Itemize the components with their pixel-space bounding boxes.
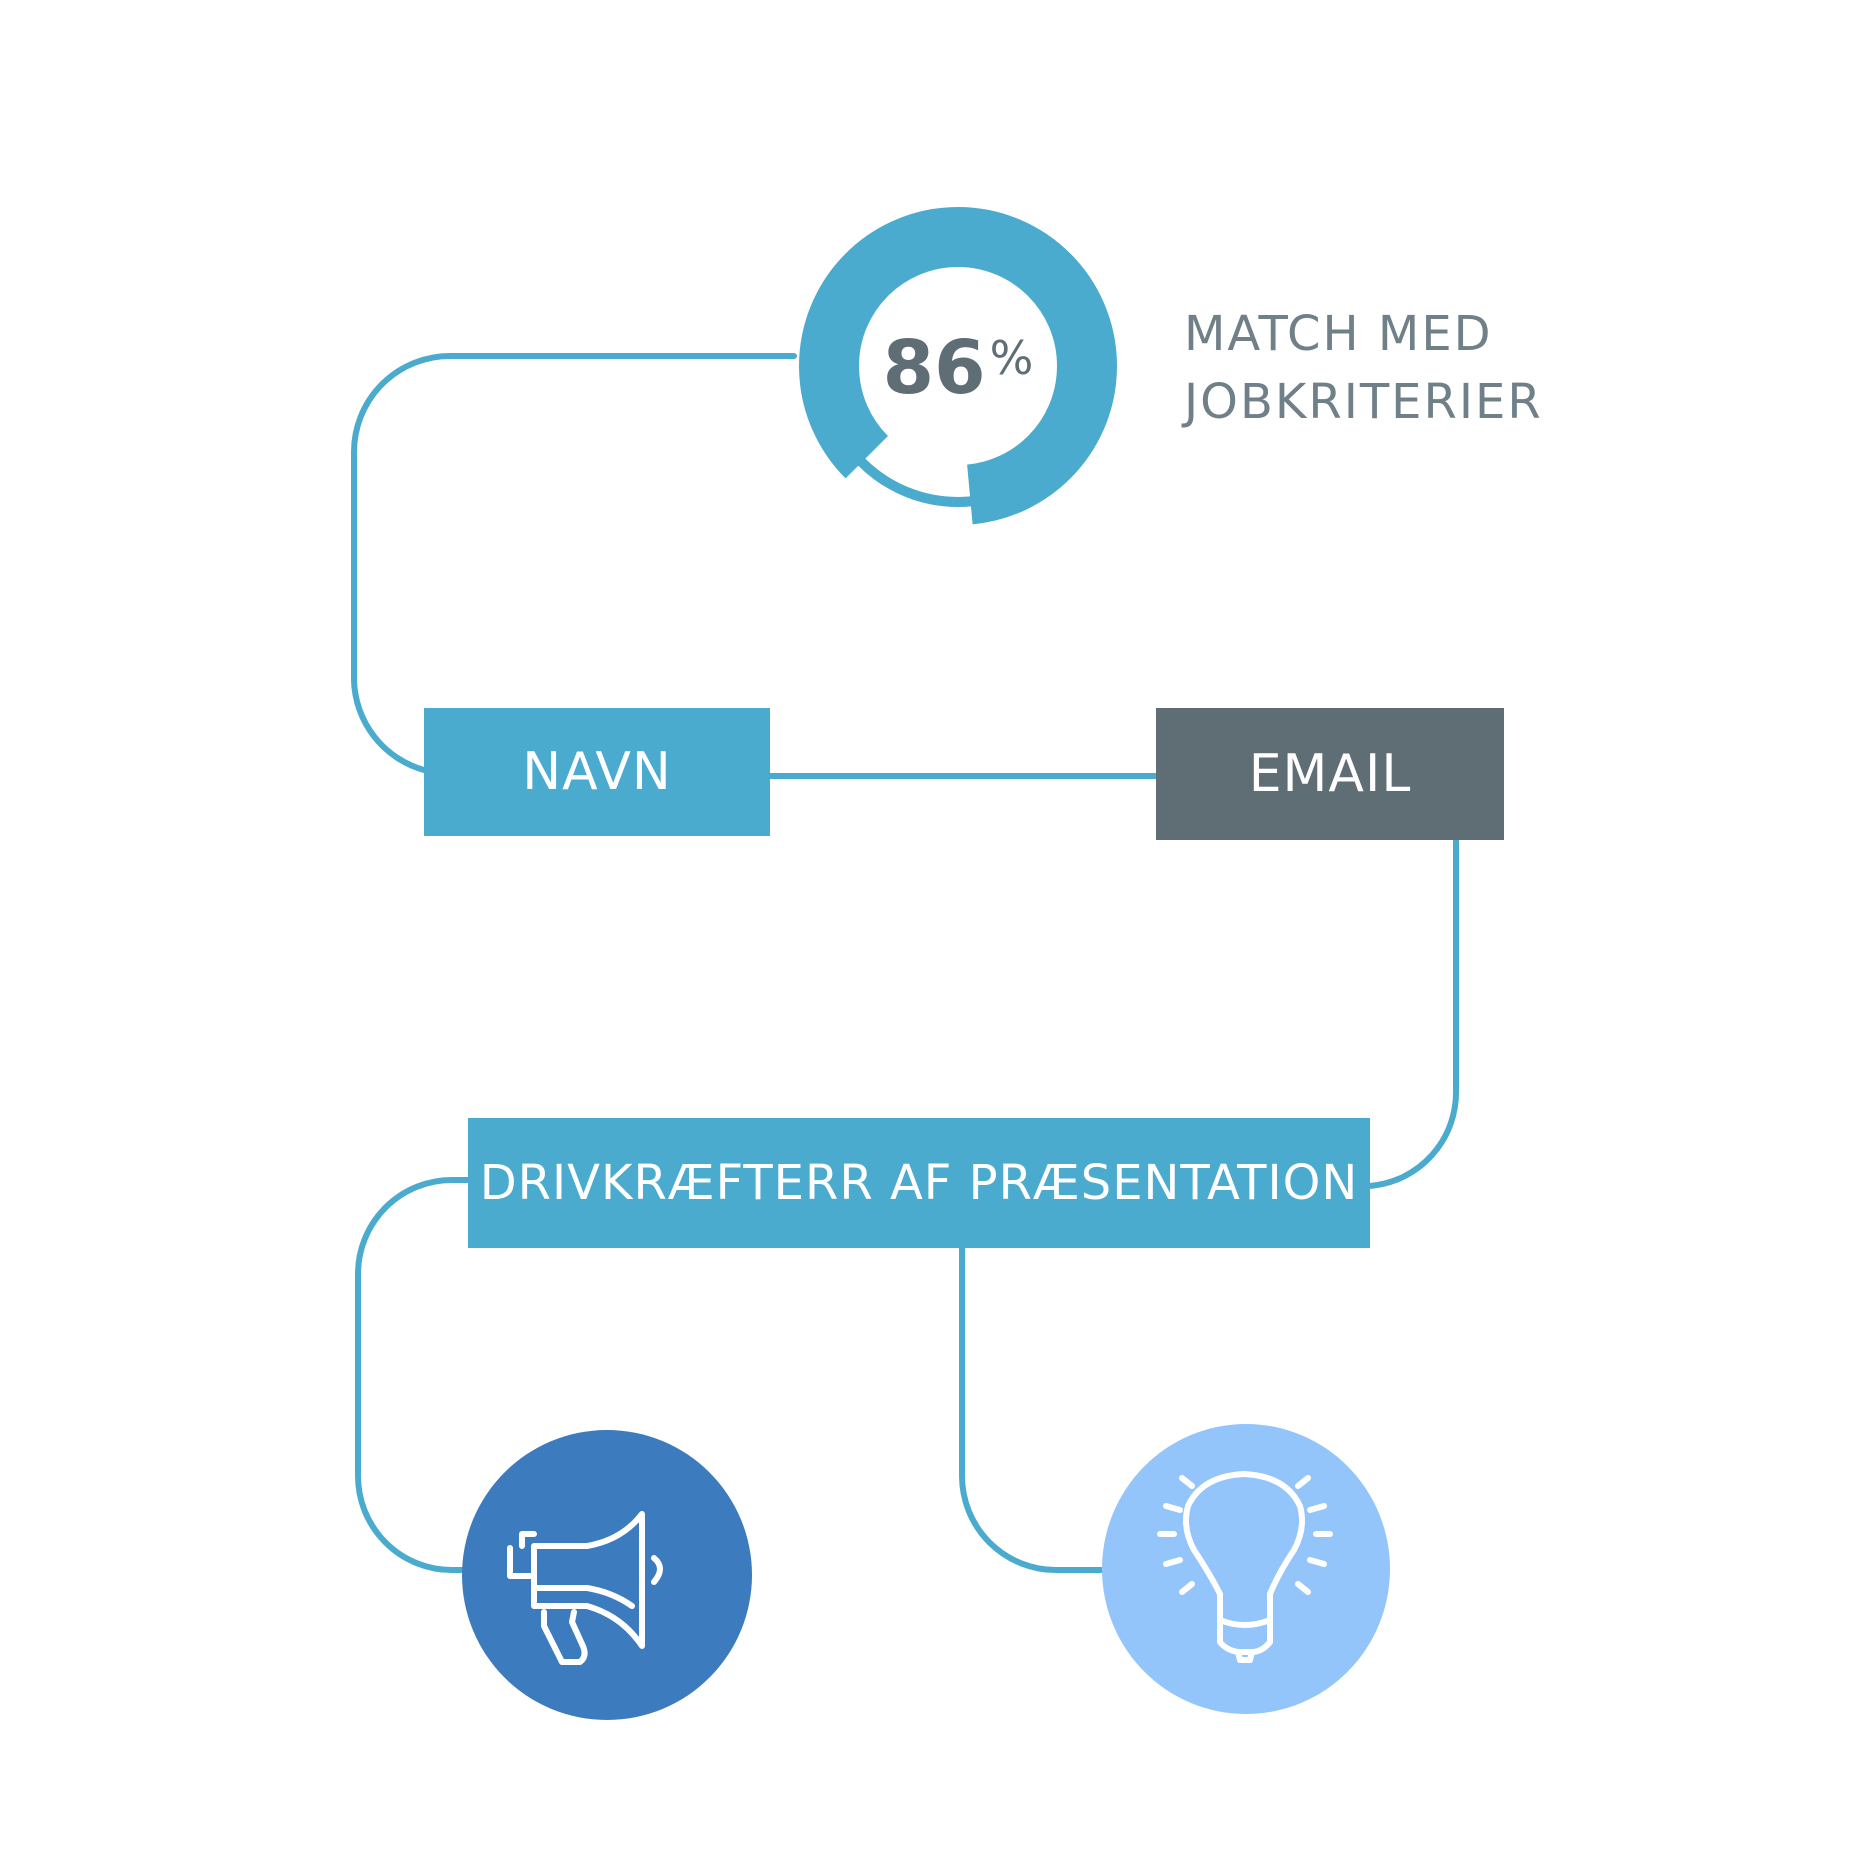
match-percentage-number: 86 bbox=[882, 325, 986, 411]
megaphone-icon bbox=[462, 1430, 752, 1720]
match-percentage: 86% bbox=[852, 318, 1064, 418]
match-caption-line-1: MATCH MED bbox=[1184, 306, 1493, 362]
navn-node: NAVN bbox=[424, 708, 770, 836]
email-node: EMAIL bbox=[1156, 708, 1504, 840]
drivers-node: DRIVKRÆFTERR AF PRÆSENTATION bbox=[468, 1118, 1370, 1248]
match-caption-line-2: JOBKRITERIER bbox=[1184, 374, 1543, 430]
match-percentage-symbol: % bbox=[989, 331, 1034, 385]
match-caption: MATCH MED JOBKRITERIER bbox=[1184, 300, 1543, 436]
connector-email-to-drivers bbox=[1367, 837, 1460, 1189]
connector-drivers-to-megaphone bbox=[355, 1177, 471, 1573]
connector-donut-to-navn bbox=[351, 353, 797, 773]
donut-progress-arc bbox=[799, 206, 1117, 525]
light-bulb-icon bbox=[1102, 1424, 1390, 1714]
match-donut-chart bbox=[799, 206, 1117, 525]
connector-drivers-to-bulb bbox=[959, 1245, 1109, 1573]
